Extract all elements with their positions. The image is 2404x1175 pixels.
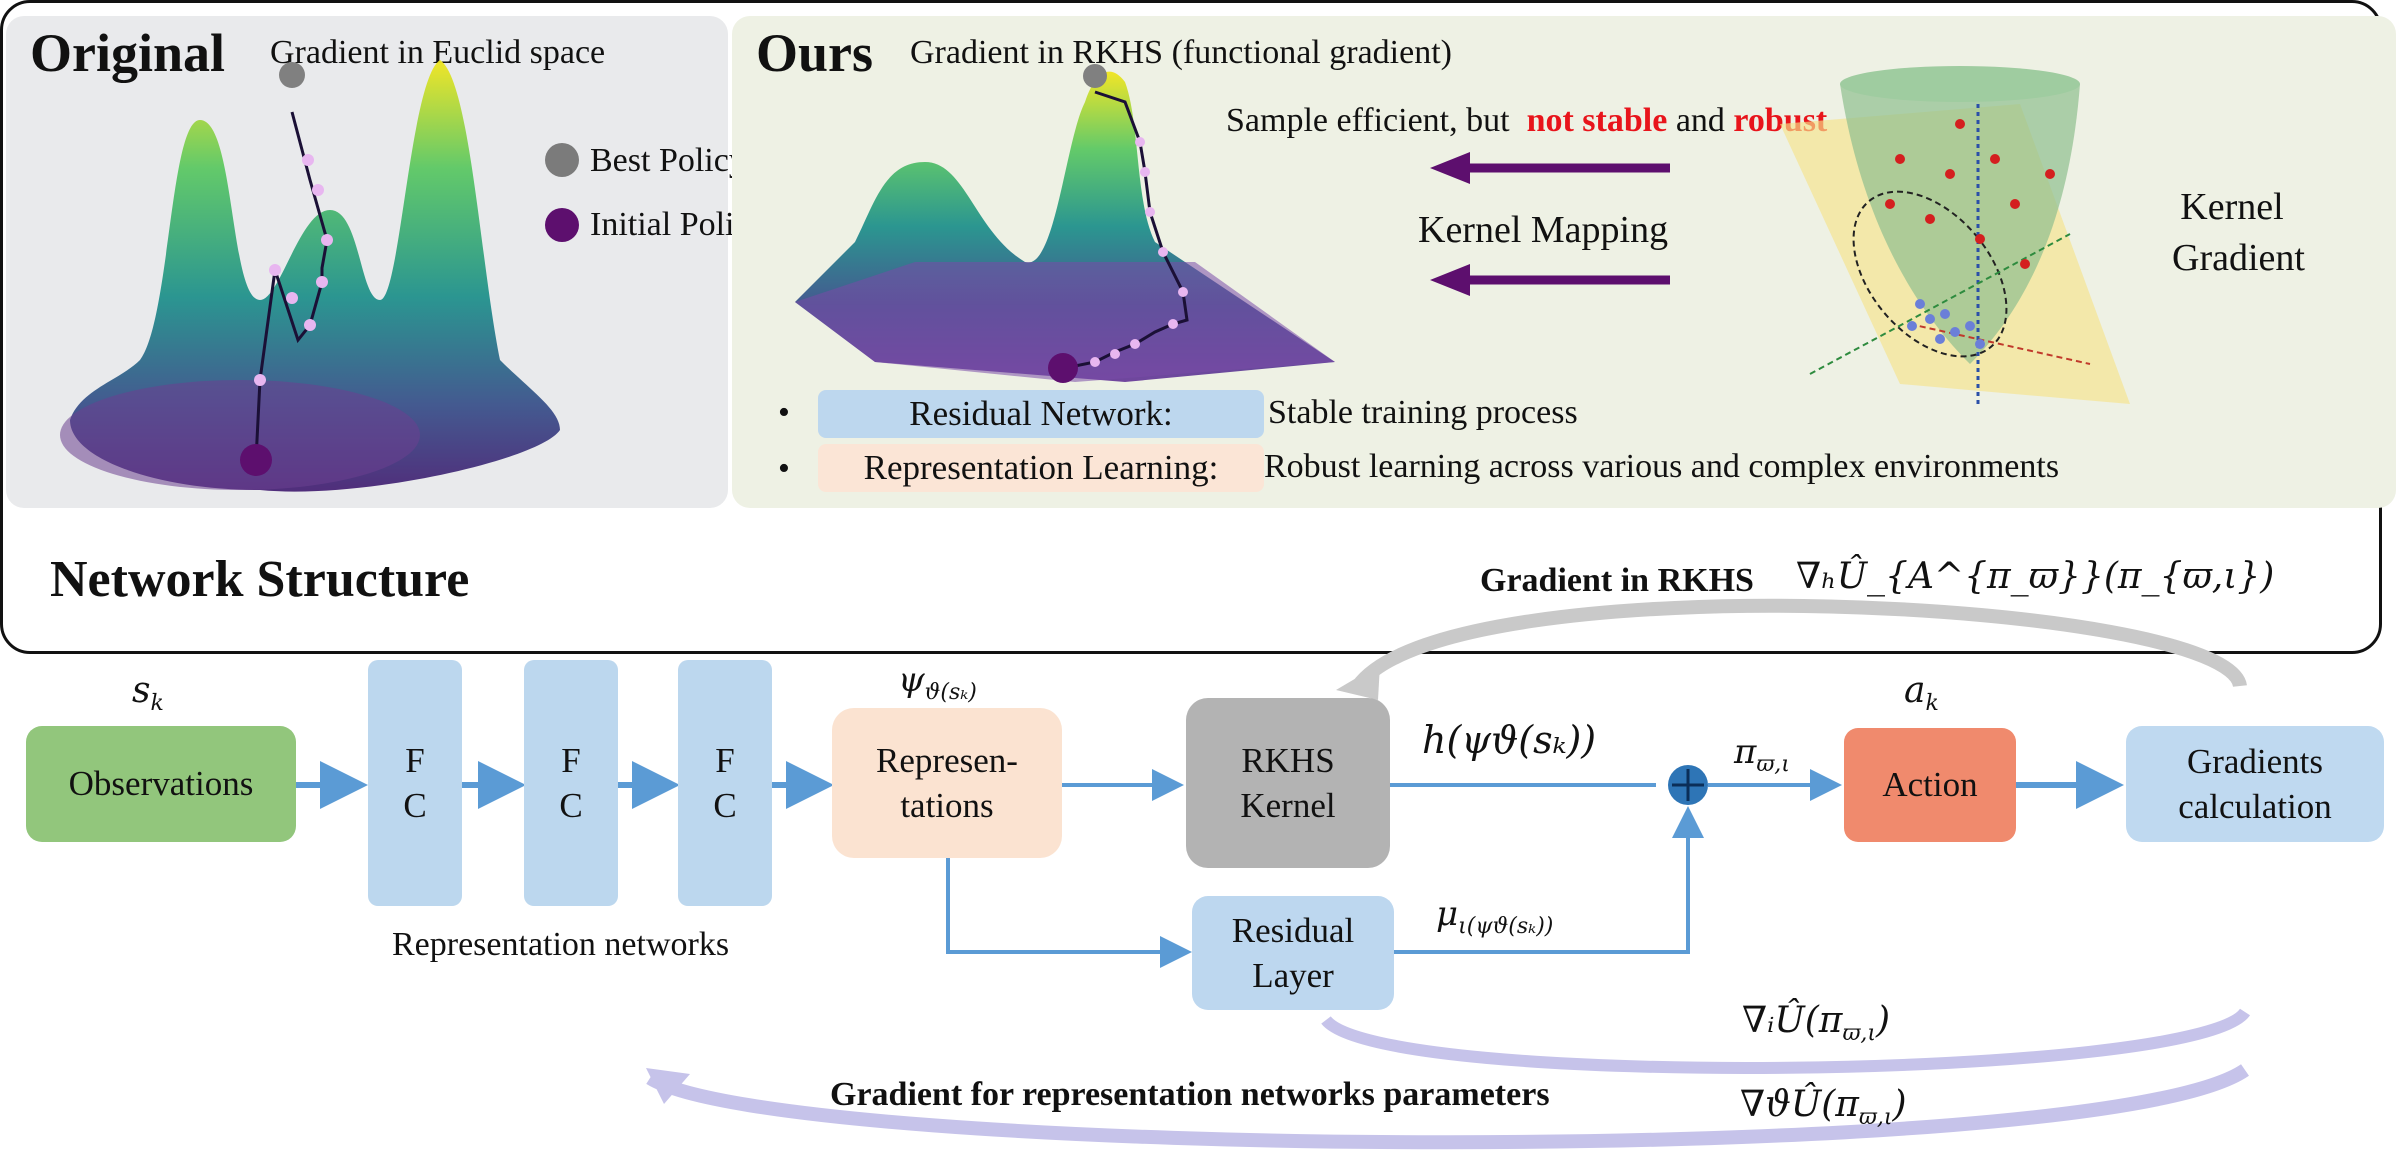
bullet-dot: • [778, 394, 790, 431]
mu-label: μι(ψϑ(sₖ)) [1436, 894, 1554, 939]
euclid-gradient-surface [60, 60, 560, 492]
grad-theta-label: ∇ϑÛ(πϖ,ι) [1740, 1084, 1907, 1131]
residual-line1: Residual [1231, 910, 1355, 950]
representations-box: Represen- tations [832, 708, 1062, 858]
representation-learning-text: Robust learning across various and compl… [1264, 448, 2060, 485]
residual-line2: Layer [1252, 956, 1334, 995]
note-not-stable: not stable [1526, 102, 1668, 139]
gradients-calculation-box: Gradients calculation [2126, 726, 2384, 842]
psi-label: ψϑ(sₖ) [898, 660, 977, 705]
gradients-line2: calculation [2178, 787, 2332, 826]
note-prefix: Sample efficient, but [1226, 102, 1510, 139]
fc-f: F [561, 740, 581, 780]
pi-label: πϖ,ι [1734, 732, 1790, 777]
original-title: Original [30, 23, 226, 83]
representations-line2: tations [900, 786, 994, 825]
s-k-label: sk [132, 670, 164, 717]
residual-network-text: Stable training process [1268, 394, 1578, 431]
gradient-rkhs-label: Gradient in RKHS [1480, 562, 1754, 599]
efficiency-note: Sample efficient, but not stable and rob… [1226, 102, 1827, 140]
kernel-gradient-line2: Gradient [2172, 237, 2305, 280]
gradient-rkhs-math: ∇ₕÛ_{A^{π_ϖ}}(π_{ϖ,ι}) [1796, 556, 2275, 597]
best-policy-dot [545, 143, 579, 177]
kernel-mapping-arrows [1430, 152, 1670, 296]
kernel-gradient-line1: Kernel [2180, 186, 2284, 228]
h-psi-label: h(ψϑ(sₖ)) [1422, 718, 1597, 762]
legend-dots [545, 143, 579, 242]
rkhs-line1: RKHS [1241, 740, 1335, 780]
fc-f: F [405, 740, 425, 780]
residual-network-tag: Residual Network: [818, 390, 1264, 438]
grad-rep-label: Gradient for representation networks par… [830, 1076, 1550, 1113]
representations-line1: Represen- [876, 740, 1018, 780]
a-k-label: ak [1904, 670, 1939, 717]
fc-f: F [715, 740, 735, 780]
kernel-gradient-figure [1780, 66, 2130, 404]
rkhs-gradient-surface [795, 64, 1335, 383]
fc-c: C [713, 786, 737, 825]
observations-box: Observations [26, 726, 296, 842]
note-and: and [1675, 102, 1725, 139]
representation-networks-label: Representation networks [392, 926, 730, 963]
kernel-mapping-label: Kernel Mapping [1418, 209, 1669, 251]
action-box: Action [1844, 728, 2016, 842]
residual-layer-box: Residual Layer [1192, 896, 1394, 1010]
grad-iota-label: ∇ᵢÛ(πϖ,ι) [1742, 1000, 1891, 1047]
initial-policy-dot [545, 208, 579, 242]
network-structure-title: Network Structure [50, 551, 470, 608]
representation-learning-tag: Representation Learning: [818, 444, 1264, 492]
rkhs-line2: Kernel [1240, 786, 1336, 825]
gradients-line1: Gradients [2186, 741, 2324, 781]
fc-c: C [559, 786, 583, 825]
bullet-dot: • [778, 450, 790, 487]
ours-subtitle: Gradient in RKHS (functional gradient) [910, 34, 1452, 71]
kernel-gradient-label: Kernel Gradient [2172, 182, 2305, 285]
fc-c: C [403, 786, 427, 825]
ours-title: Ours [756, 23, 874, 83]
rkhs-kernel-box: RKHS Kernel [1186, 698, 1390, 868]
